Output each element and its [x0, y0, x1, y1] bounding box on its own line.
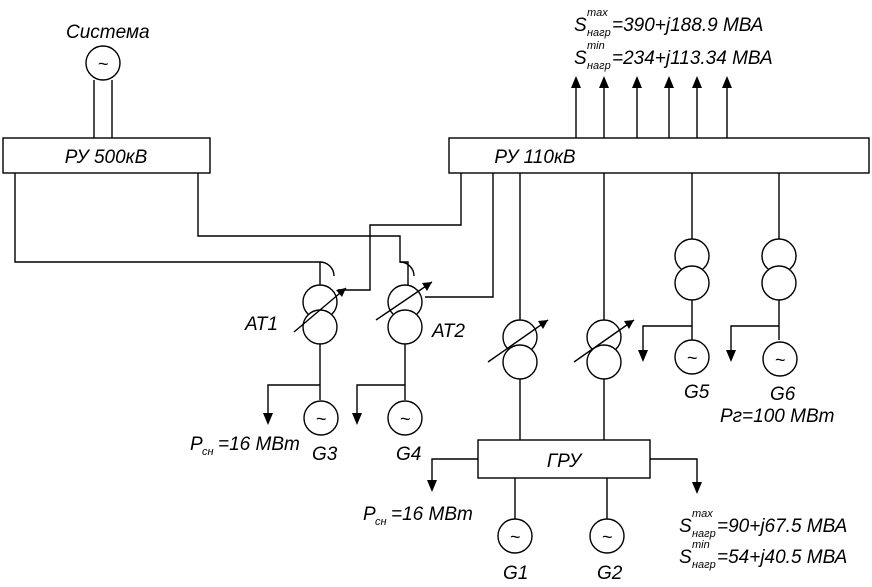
gru-load	[650, 458, 702, 494]
load-110-min-label: S min нагр =234+j113.34 МВА	[574, 40, 773, 72]
gru-aux-load	[427, 458, 478, 492]
svg-text:=54+j40.5 МВА: =54+j40.5 МВА	[717, 547, 847, 568]
gen-power-label: Pг=100 МВт	[720, 406, 834, 427]
generator-g4-icon	[387, 400, 423, 436]
load-gru-min-label: S min нагр =54+j40.5 МВА	[679, 539, 847, 571]
bus-ru500-label: РУ 500кВ	[65, 147, 148, 168]
svg-text:нагр: нагр	[587, 27, 611, 39]
svg-text:сн: сн	[202, 446, 214, 458]
generator-g4-branch: ~ G4	[352, 344, 423, 465]
at2-label: АТ2	[431, 321, 465, 342]
bus-gru: ГРУ	[477, 439, 651, 479]
transformer-gru-1	[487, 173, 549, 440]
g3-label: G3	[312, 444, 338, 465]
generator-g6-branch: ~ G6 Pг=100 МВт	[720, 173, 834, 427]
autotransformer-at1: АТ1	[244, 284, 347, 345]
svg-text:S: S	[679, 547, 692, 568]
svg-text:P: P	[363, 504, 376, 525]
svg-text:~: ~	[775, 350, 786, 370]
svg-text:нагр: нагр	[692, 528, 716, 540]
svg-text:S: S	[574, 15, 587, 36]
at1-label: АТ1	[244, 314, 278, 335]
connections-110-at	[338, 173, 494, 298]
load-110-feeders	[571, 76, 732, 138]
system-generator-symbol: ~	[98, 54, 109, 74]
generator-g6-icon	[762, 341, 798, 377]
system-generator-icon	[85, 45, 121, 81]
generator-g1-branch: ~ G1	[497, 478, 533, 584]
svg-text:P: P	[190, 434, 203, 455]
svg-text:~: ~	[510, 527, 521, 547]
svg-text:=234+j113.34 МВА: =234+j113.34 МВА	[612, 48, 773, 69]
generator-g5-icon	[674, 339, 710, 375]
svg-text:S: S	[574, 48, 587, 69]
svg-text:~: ~	[687, 348, 698, 368]
generator-g2-branch: ~ G2	[589, 478, 625, 584]
system-label: Система	[66, 22, 150, 43]
bus-ru110-label: РУ 110кВ	[494, 147, 576, 168]
g4-label: G4	[396, 444, 421, 465]
svg-text:~: ~	[400, 409, 411, 429]
generator-g3-branch: ~ G3	[263, 344, 339, 465]
svg-text:S: S	[679, 516, 692, 537]
transformer-gru-2	[573, 173, 635, 440]
svg-text:=16 МВт: =16 МВт	[218, 434, 300, 455]
autotransformer-at2: АТ2	[375, 281, 465, 345]
svg-text:min: min	[587, 40, 605, 52]
load-gru-max-label: S max нагр =90+j67.5 МВА	[679, 508, 847, 540]
svg-text:=90+j67.5 МВА: =90+j67.5 МВА	[717, 516, 847, 537]
svg-text:max: max	[692, 508, 713, 520]
generator-g2-icon	[589, 518, 625, 554]
svg-text:max: max	[587, 7, 608, 19]
aux-load-2-label: P сн =16 МВт	[363, 504, 473, 528]
connections-500	[14, 173, 415, 290]
bus-ru110: РУ 110кВ	[448, 137, 870, 174]
generator-g5-branch: ~ G5	[638, 173, 710, 403]
generator-g1-icon	[497, 518, 533, 554]
g6-label: G6	[770, 384, 796, 405]
svg-text:=16 МВт: =16 МВт	[391, 504, 473, 525]
svg-text:~: ~	[316, 409, 327, 429]
g2-label: G2	[597, 563, 623, 584]
svg-text:=390+j188.9 МВА: =390+j188.9 МВА	[612, 15, 763, 36]
svg-text:сн: сн	[375, 516, 387, 528]
svg-text:~: ~	[602, 527, 613, 547]
svg-text:min: min	[692, 539, 710, 551]
svg-text:нагр: нагр	[692, 559, 716, 571]
svg-text:нагр: нагр	[587, 60, 611, 72]
generator-g3-icon	[303, 400, 339, 436]
bus-ru500: РУ 500кВ	[2, 137, 211, 174]
load-110-max-label: S max нагр =390+j188.9 МВА	[574, 7, 763, 39]
aux-load-1-label: P сн =16 МВт	[190, 434, 300, 458]
bus-gru-label: ГРУ	[547, 451, 583, 472]
system-source: Система ~	[66, 22, 150, 138]
g5-label: G5	[684, 382, 710, 403]
g1-label: G1	[503, 563, 528, 584]
